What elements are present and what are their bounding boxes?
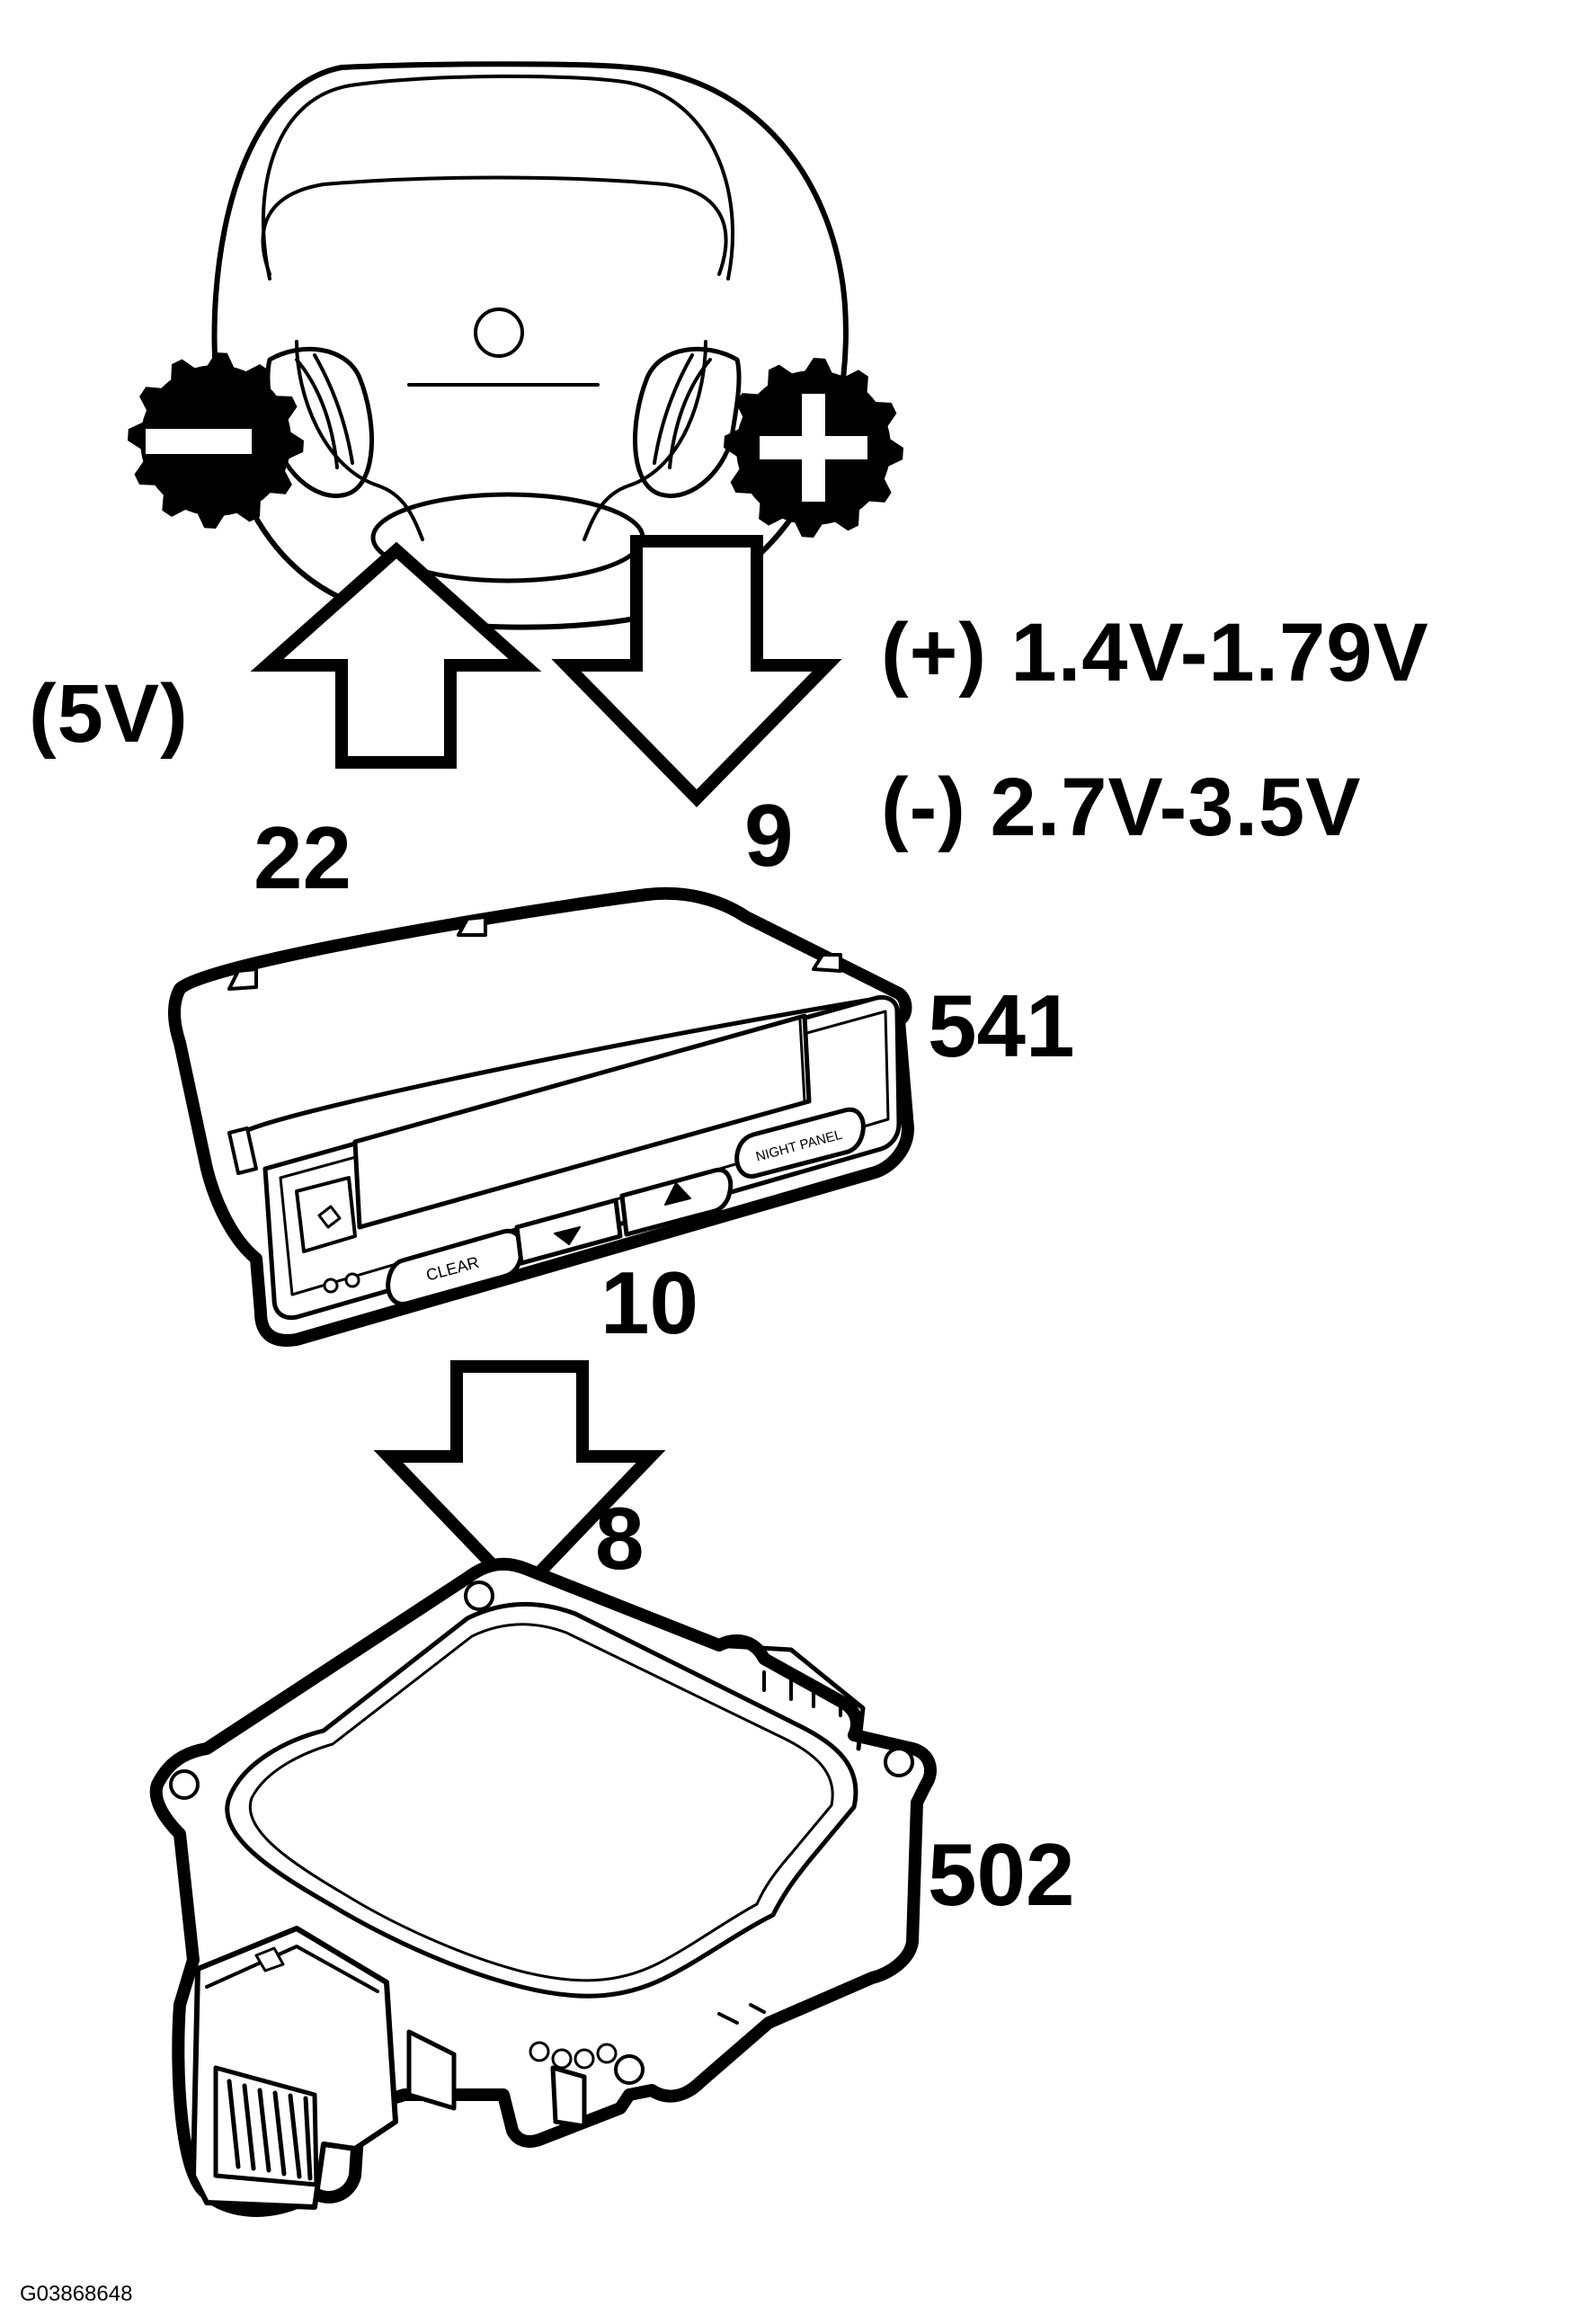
plus-button: + bbox=[724, 358, 903, 538]
pin-9-label: 9 bbox=[744, 786, 794, 885]
indicator-led bbox=[323, 1278, 339, 1294]
indicator-led bbox=[344, 1272, 360, 1288]
connector-pins bbox=[227, 2079, 313, 2181]
clear-button: CLEAR bbox=[386, 1228, 525, 1306]
pin-8-label: 8 bbox=[595, 1489, 645, 1588]
mounting-hole bbox=[464, 1580, 494, 1611]
minus-icon bbox=[146, 429, 252, 454]
steering-wheel-emblem bbox=[474, 307, 524, 358]
steering-wheel-right-spoke bbox=[583, 340, 707, 541]
minus-voltage-label: (-) 2.7V-3.5V bbox=[881, 761, 1362, 853]
feed-voltage-label: (5V) bbox=[29, 668, 189, 760]
module-541-label: 541 bbox=[928, 976, 1075, 1075]
steering-wheel-top-pad bbox=[261, 175, 728, 276]
mounting-hole bbox=[614, 2054, 645, 2085]
figure-id: G03868648 bbox=[20, 2282, 133, 2306]
down-arrow-icon bbox=[554, 1226, 581, 1245]
module-502-label: 502 bbox=[928, 1825, 1075, 1924]
up-arrow-icon bbox=[664, 1182, 691, 1206]
display-unit-541: CLEAR NIGHT PANEL bbox=[168, 886, 914, 1347]
pin-22-label: 22 bbox=[253, 808, 352, 907]
plus-voltage-label: (+) 1.4V-1.79V bbox=[881, 607, 1429, 699]
mounting-hole bbox=[884, 1747, 914, 1777]
arrow-down-pin-9 bbox=[551, 535, 842, 808]
pin-10-label: 10 bbox=[600, 1253, 699, 1352]
steering-wheel-right-switch-pod bbox=[633, 346, 742, 498]
mounting-hole bbox=[169, 1769, 200, 1800]
steering-wheel-inner bbox=[261, 74, 735, 280]
minus-button: − bbox=[128, 352, 304, 529]
control-module-502 bbox=[149, 1557, 937, 2217]
night-panel-button: NIGHT PANEL bbox=[734, 1107, 866, 1179]
arrow-down-pin-10-to-8 bbox=[373, 1360, 666, 1603]
module-lid bbox=[225, 1601, 858, 1999]
arrow-up-pin-22 bbox=[250, 541, 542, 769]
display-screen bbox=[352, 1013, 812, 1230]
steering-wheel bbox=[211, 61, 849, 630]
